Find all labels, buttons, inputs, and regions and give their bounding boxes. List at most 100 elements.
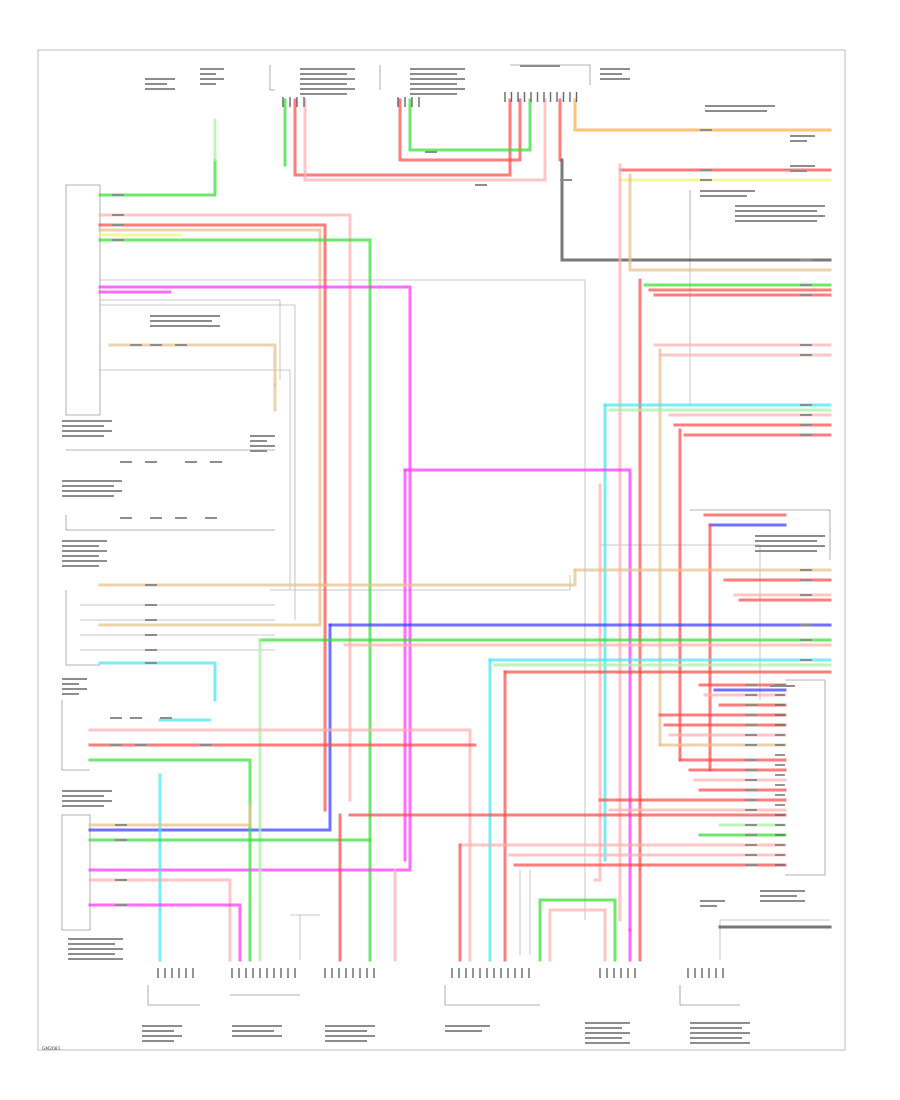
label-mark [790, 165, 815, 167]
label-mark [62, 805, 104, 807]
label-mark [800, 434, 812, 436]
label-mark [62, 435, 104, 437]
label-mark [250, 450, 267, 452]
label-mark [142, 1030, 174, 1032]
label-mark [325, 1035, 375, 1037]
label-mark [150, 315, 220, 317]
label-mark [735, 210, 817, 212]
label-mark [68, 953, 115, 955]
label-mark [800, 414, 812, 416]
label-mark [745, 734, 757, 736]
label-mark [68, 948, 123, 950]
label-mark [62, 800, 112, 802]
label-mark [600, 78, 630, 80]
label-mark [560, 179, 572, 181]
label-marks [62, 65, 825, 1044]
label-mark [200, 78, 224, 80]
label-mark [585, 1027, 622, 1029]
label-mark [745, 854, 757, 856]
label-mark [112, 214, 124, 216]
label-mark [145, 88, 175, 90]
label-mark [62, 425, 104, 427]
label-mark [115, 839, 127, 841]
label-mark [745, 824, 757, 826]
label-mark [745, 779, 757, 781]
label-mark [300, 93, 347, 95]
label-mark [800, 639, 812, 641]
label-mark [585, 1022, 630, 1024]
label-mark [325, 1030, 367, 1032]
label-mark [690, 1027, 742, 1029]
label-mark [142, 1025, 182, 1027]
diagram-frame [37, 49, 846, 1051]
label-mark [410, 88, 465, 90]
label-mark [145, 662, 157, 664]
label-mark [520, 65, 560, 67]
label-mark [232, 1035, 282, 1037]
label-mark [250, 440, 267, 442]
label-mark [110, 744, 122, 746]
label-mark [62, 550, 107, 552]
label-mark [185, 461, 197, 463]
label-mark [62, 495, 114, 497]
label-mark [745, 834, 757, 836]
label-mark [800, 404, 812, 406]
label-mark [210, 461, 222, 463]
label-mark [700, 169, 712, 171]
label-mark [790, 135, 815, 137]
label-mark [115, 904, 127, 906]
label-mark [62, 555, 99, 557]
label-mark [150, 517, 162, 519]
label-mark [145, 649, 157, 651]
label-mark [770, 685, 795, 687]
label-mark [700, 195, 747, 197]
label-mark [755, 550, 817, 552]
label-mark [755, 540, 817, 542]
label-mark [145, 584, 157, 586]
label-mark [475, 184, 487, 186]
label-mark [600, 68, 630, 70]
label-mark [160, 717, 172, 719]
label-mark [120, 517, 132, 519]
label-mark [62, 490, 122, 492]
label-mark [760, 895, 797, 897]
label-mark [800, 344, 812, 346]
label-mark [745, 799, 757, 801]
label-mark [232, 1030, 274, 1032]
label-mark [68, 938, 123, 940]
label-mark [760, 890, 805, 892]
label-mark [755, 545, 825, 547]
label-mark [445, 1030, 482, 1032]
label-mark [745, 684, 757, 686]
label-mark [145, 604, 157, 606]
label-mark [115, 824, 127, 826]
label-mark [690, 1032, 750, 1034]
label-mark [800, 354, 812, 356]
thin-wires [80, 240, 830, 960]
label-mark [800, 259, 812, 261]
label-mark [200, 744, 212, 746]
label-mark [112, 194, 124, 196]
label-mark [68, 943, 115, 945]
label-mark [62, 795, 104, 797]
label-mark [755, 535, 825, 537]
label-mark [142, 1035, 182, 1037]
label-mark [745, 714, 757, 716]
label-mark [745, 809, 757, 811]
label-mark [250, 445, 275, 447]
label-mark [62, 540, 107, 542]
label-mark [112, 224, 124, 226]
label-mark [745, 864, 757, 866]
label-mark [410, 73, 457, 75]
connector-pins [157, 92, 785, 978]
label-mark [250, 435, 275, 437]
label-mark [175, 517, 187, 519]
label-mark [790, 140, 807, 142]
label-mark [68, 958, 123, 960]
diagram-code: GM2081 [42, 1046, 61, 1052]
label-mark [700, 190, 755, 192]
label-mark [410, 93, 457, 95]
label-mark [585, 1037, 622, 1039]
label-mark [325, 1025, 375, 1027]
